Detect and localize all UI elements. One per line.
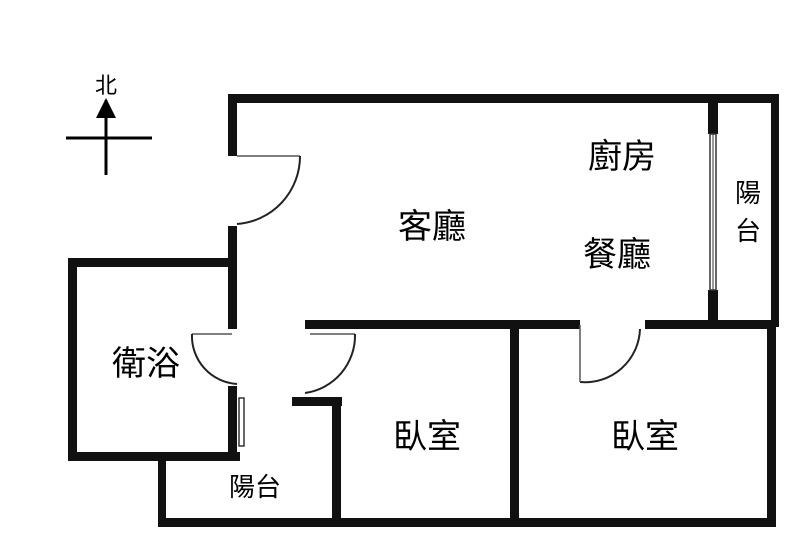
room-labels: 廚房 客廳 餐廳 衛浴 臥室 臥室 陽台 陽台 <box>112 137 761 503</box>
bedroom-right-label: 臥室 <box>611 417 679 457</box>
dining-room-label: 餐廳 <box>583 235 651 275</box>
walls <box>68 94 779 527</box>
north-label: 北 <box>95 74 117 99</box>
compass: 北 <box>66 74 152 175</box>
balcony-south-label: 陽台 <box>229 473 281 503</box>
bedroom-right-door <box>579 328 641 384</box>
bedroom-center-label: 臥室 <box>393 417 461 457</box>
kitchen-label: 廚房 <box>588 137 656 177</box>
bathroom-label: 衛浴 <box>112 344 180 384</box>
sliding-window-south <box>238 397 245 447</box>
balcony-east-label: 陽台 <box>735 179 761 247</box>
doors <box>190 133 717 447</box>
living-room-label: 客廳 <box>398 207 466 247</box>
bedroom-center-door <box>304 333 357 394</box>
north-arrow-icon <box>96 98 116 118</box>
bathroom-door <box>190 333 238 385</box>
entrance-door <box>236 155 302 225</box>
